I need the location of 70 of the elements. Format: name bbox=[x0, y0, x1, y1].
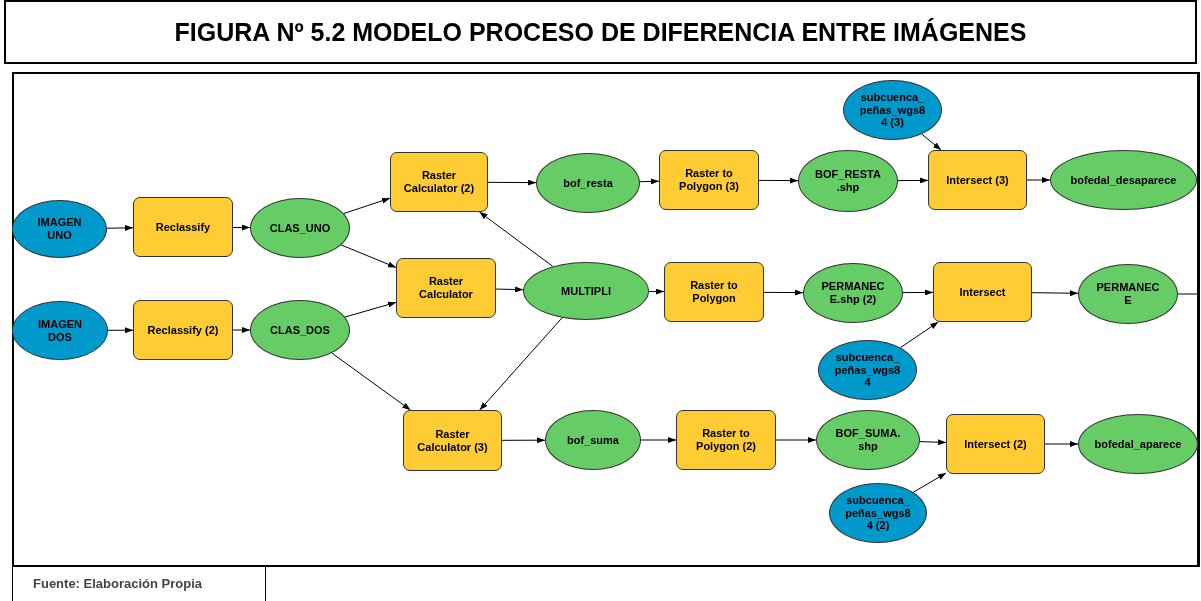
arrow bbox=[758, 177, 799, 184]
node-label: bofedal_aparece bbox=[1093, 437, 1183, 451]
output-ellipse bbox=[250, 198, 350, 258]
arrow bbox=[232, 327, 251, 333]
node-label: bofedal_desaparece bbox=[1069, 173, 1178, 187]
node-label: bof_suma bbox=[566, 433, 620, 447]
node-label: IMAGEN UNO bbox=[36, 216, 83, 242]
arrow bbox=[648, 288, 665, 295]
arrow bbox=[232, 224, 251, 231]
node-label: bof_resta bbox=[562, 176, 614, 190]
node-label: Raster Calculator bbox=[418, 275, 474, 301]
node-label: Reclassify (2) bbox=[146, 323, 220, 337]
node-label: Raster to Polygon (3) bbox=[678, 167, 740, 193]
node-label: Intersect (2) bbox=[963, 437, 1028, 451]
source-note: Fuente: Elaboración Propia bbox=[33, 576, 203, 591]
output-ellipse bbox=[1078, 414, 1198, 474]
node-label: Intersect bbox=[958, 285, 1007, 299]
arrow bbox=[900, 321, 939, 349]
node-label: subcuenca_ peñas_wgs8 4 bbox=[833, 351, 902, 389]
node-label: MULTIPLI bbox=[560, 284, 612, 298]
node-label: Raster Calculator (3) bbox=[416, 427, 489, 454]
arrow bbox=[343, 197, 391, 214]
title: FIGURA Nº 5.2 MODELO PROCESO DE DIFERENCIA ENTRE IMÁGENES bbox=[174, 17, 1027, 47]
tool-box bbox=[946, 414, 1045, 474]
tool-box bbox=[133, 197, 233, 257]
node-label: subcuenca_ peñas_wgs8 4 (3) bbox=[858, 91, 927, 129]
tool-box bbox=[659, 150, 759, 210]
arrow bbox=[106, 224, 134, 231]
node-label: subcuenca_ peñas_wgs8 4 (2) bbox=[844, 494, 912, 532]
node-label: Raster Calculator (2) bbox=[402, 169, 476, 195]
arrow bbox=[331, 352, 411, 411]
tool-box bbox=[933, 262, 1032, 322]
arrow bbox=[495, 286, 524, 293]
arrow bbox=[640, 437, 677, 443]
arrow bbox=[1026, 177, 1051, 183]
node-label: CLAS_UNO bbox=[268, 221, 332, 235]
node-label: IMAGEN DOS bbox=[37, 317, 83, 344]
tool-box bbox=[396, 258, 496, 318]
node-label: Intersect (3) bbox=[945, 173, 1010, 187]
arrow bbox=[639, 178, 660, 185]
tool-box bbox=[676, 410, 776, 470]
arrow bbox=[487, 179, 537, 186]
tool-box bbox=[664, 262, 764, 322]
input-ellipse bbox=[12, 301, 108, 360]
tool-box bbox=[133, 300, 233, 360]
arrow bbox=[897, 177, 929, 184]
arrow bbox=[478, 211, 554, 267]
arrow bbox=[921, 133, 942, 151]
node-label: BOF_SUMA. shp bbox=[834, 427, 902, 453]
arrow bbox=[340, 244, 397, 268]
arrow bbox=[912, 472, 947, 493]
arrow bbox=[1044, 441, 1079, 447]
arrow bbox=[902, 289, 934, 296]
tool-box bbox=[390, 152, 488, 212]
arrow bbox=[775, 437, 817, 443]
node-label: CLAS_DOS bbox=[269, 323, 331, 337]
arrow bbox=[344, 301, 397, 318]
node-label: BOF_RESTA .shp bbox=[814, 168, 882, 194]
arrow bbox=[1031, 290, 1079, 297]
node-label: Raster to Polygon bbox=[689, 279, 739, 305]
arrow bbox=[919, 439, 947, 446]
tool-box bbox=[403, 410, 502, 471]
arrow bbox=[501, 437, 546, 444]
node-label: PERMANEC E.shp (2) bbox=[820, 280, 886, 306]
node-label: PERMANEC E bbox=[1095, 281, 1161, 307]
tool-box bbox=[928, 150, 1027, 210]
arrow bbox=[107, 327, 134, 334]
node-label: Raster to Polygon (2) bbox=[695, 427, 757, 453]
arrow bbox=[763, 289, 804, 296]
node-label: Reclassify bbox=[154, 220, 212, 234]
